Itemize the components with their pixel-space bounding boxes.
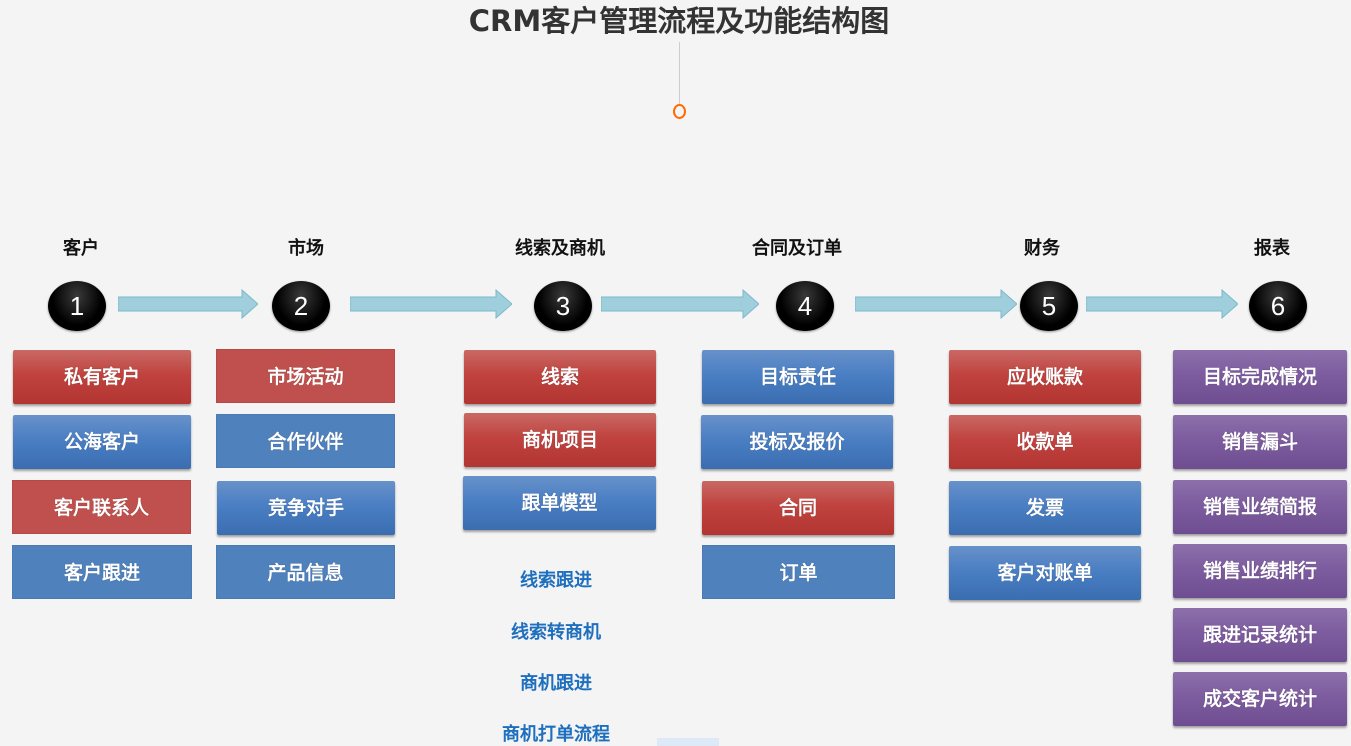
step-3-badge: 3 bbox=[534, 281, 592, 331]
report-sales-brief[interactable]: 销售业绩简报 bbox=[1173, 480, 1347, 534]
report-closed-customers[interactable]: 成交客户统计 bbox=[1173, 672, 1347, 726]
stage-label-market: 市场 bbox=[288, 238, 324, 259]
flow-arrow-icon bbox=[1086, 289, 1238, 319]
report-followup-stats[interactable]: 跟进记录统计 bbox=[1173, 608, 1347, 662]
module-bids-quotes[interactable]: 投标及报价 bbox=[701, 415, 893, 469]
module-opportunities[interactable]: 商机项目 bbox=[464, 413, 656, 467]
module-customer-followup[interactable]: 客户跟进 bbox=[12, 545, 192, 599]
module-product-info[interactable]: 产品信息 bbox=[216, 545, 395, 599]
flow-arrow-icon bbox=[350, 289, 512, 319]
module-customer-contacts[interactable]: 客户联系人 bbox=[12, 480, 191, 534]
stage-label-finance: 财务 bbox=[1024, 238, 1060, 259]
stage-label-customer: 客户 bbox=[63, 238, 99, 259]
step-2-badge: 2 bbox=[272, 281, 330, 331]
step-1-badge: 1 bbox=[48, 281, 106, 331]
link-opportunity-process[interactable]: 商机打单流程 bbox=[502, 724, 610, 745]
flow-arrow-icon bbox=[601, 289, 759, 319]
module-orders[interactable]: 订单 bbox=[702, 545, 895, 599]
stage-label-leads: 线索及商机 bbox=[515, 238, 605, 259]
link-lead-to-opportunity[interactable]: 线索转商机 bbox=[511, 622, 601, 643]
step-6-badge: 6 bbox=[1249, 281, 1307, 331]
link-lead-followup[interactable]: 线索跟进 bbox=[520, 570, 592, 591]
flow-arrow-icon bbox=[855, 289, 1017, 319]
step-4-badge: 4 bbox=[776, 281, 834, 331]
module-private-customers[interactable]: 私有客户 bbox=[13, 350, 191, 404]
marker-ring-icon bbox=[673, 104, 686, 119]
flow-arrow-icon bbox=[118, 289, 258, 319]
diagram-title: CRM客户管理流程及功能结构图 bbox=[468, 4, 890, 38]
connector-line bbox=[679, 42, 680, 104]
stage-label-contracts: 合同及订单 bbox=[752, 238, 842, 259]
step-5-badge: 5 bbox=[1020, 281, 1078, 331]
module-invoices[interactable]: 发票 bbox=[949, 481, 1141, 535]
module-competitors[interactable]: 竞争对手 bbox=[217, 481, 395, 535]
stage-label-reports: 报表 bbox=[1254, 238, 1290, 259]
module-partners[interactable]: 合作伙伴 bbox=[216, 414, 395, 468]
link-opportunity-followup[interactable]: 商机跟进 bbox=[520, 673, 592, 694]
module-receipts[interactable]: 收款单 bbox=[949, 415, 1141, 469]
module-targets[interactable]: 目标责任 bbox=[702, 350, 894, 404]
module-sales-model[interactable]: 跟单模型 bbox=[463, 476, 656, 530]
module-receivables[interactable]: 应收账款 bbox=[949, 350, 1141, 404]
partial-shape bbox=[657, 738, 719, 746]
module-leads[interactable]: 线索 bbox=[464, 350, 656, 404]
report-sales-ranking[interactable]: 销售业绩排行 bbox=[1173, 544, 1347, 598]
report-target-completion[interactable]: 目标完成情况 bbox=[1173, 350, 1347, 404]
report-sales-funnel[interactable]: 销售漏斗 bbox=[1173, 415, 1347, 469]
module-contracts[interactable]: 合同 bbox=[702, 481, 894, 535]
module-public-customers[interactable]: 公海客户 bbox=[13, 415, 191, 469]
module-statements[interactable]: 客户对账单 bbox=[949, 546, 1141, 600]
module-marketing-campaigns[interactable]: 市场活动 bbox=[216, 349, 395, 403]
